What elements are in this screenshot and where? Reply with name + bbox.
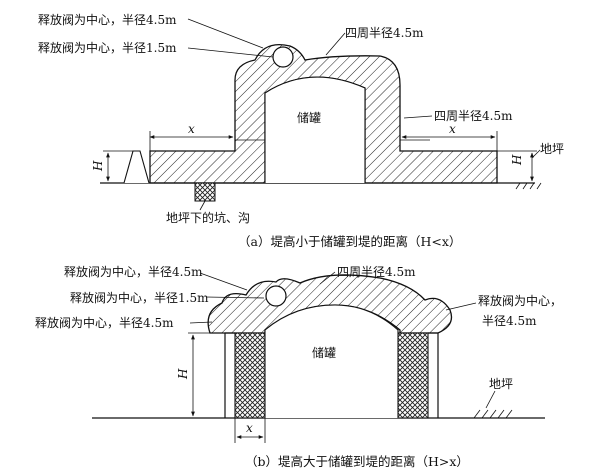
- label-h-right-a: H: [510, 154, 524, 166]
- label-h-left-a: H: [91, 160, 105, 172]
- caption-a: （a）堤高小于储罐到堤的距离（H<x）: [238, 234, 461, 249]
- dike-left-a: [123, 150, 150, 184]
- pit-a: [194, 182, 216, 202]
- ground-hatch-b: [473, 409, 513, 419]
- dike-right-b: [397, 332, 429, 419]
- label-pit-a: 地坪下的坑、沟: [166, 210, 250, 225]
- label-around-right-a: 四周半径4.5m: [434, 109, 513, 123]
- label-valve-right-1-b: 释放阀为中心，: [478, 293, 562, 308]
- label-valve-15-a: 释放阀为中心，半径1.5m: [38, 40, 177, 55]
- label-valve-15-b: 释放阀为中心，半径1.5m: [70, 290, 209, 305]
- label-valve-45-a: 释放阀为中心，半径4.5m: [38, 12, 177, 27]
- label-ground-a: 地坪: [540, 142, 564, 156]
- label-around-b: 四周半径4.5m: [337, 265, 416, 279]
- label-around-top-a: 四周半径4.5m: [345, 26, 424, 40]
- dike-left-b: [234, 332, 266, 419]
- label-valve-right-2-b: 半径4.5m: [482, 314, 537, 328]
- label-h-b: H: [176, 368, 190, 380]
- valve-circle-b: [265, 285, 287, 307]
- tank-outline-b: [264, 304, 399, 418]
- label-x-b: x: [246, 421, 253, 435]
- label-valve-45-left-b: 释放阀为中心，半径4.5m: [35, 315, 174, 330]
- label-x-left-a: x: [188, 122, 195, 136]
- label-x-right-a: x: [449, 122, 456, 136]
- diagram-b: 释放阀为中心，半径4.5m 释放阀为中心，半径1.5m 释放阀为中心，半径4.5…: [35, 264, 562, 469]
- ground-hatch-a: [515, 182, 542, 190]
- label-valve-45-top-b: 释放阀为中心，半径4.5m: [64, 264, 203, 279]
- caption-b: （b）堤高大于储罐到堤的距离（H>x）: [245, 454, 469, 469]
- label-ground-b: 地坪: [489, 377, 513, 391]
- valve-circle-a: [272, 46, 294, 68]
- diagram-a: 释放阀为中心，半径4.5m 释放阀为中心，半径1.5m 四周半径4.5m 四周半…: [38, 12, 564, 249]
- tank-outline-a: [264, 76, 366, 183]
- label-tank-b: 储罐: [312, 345, 336, 360]
- label-tank-a: 储罐: [297, 110, 321, 125]
